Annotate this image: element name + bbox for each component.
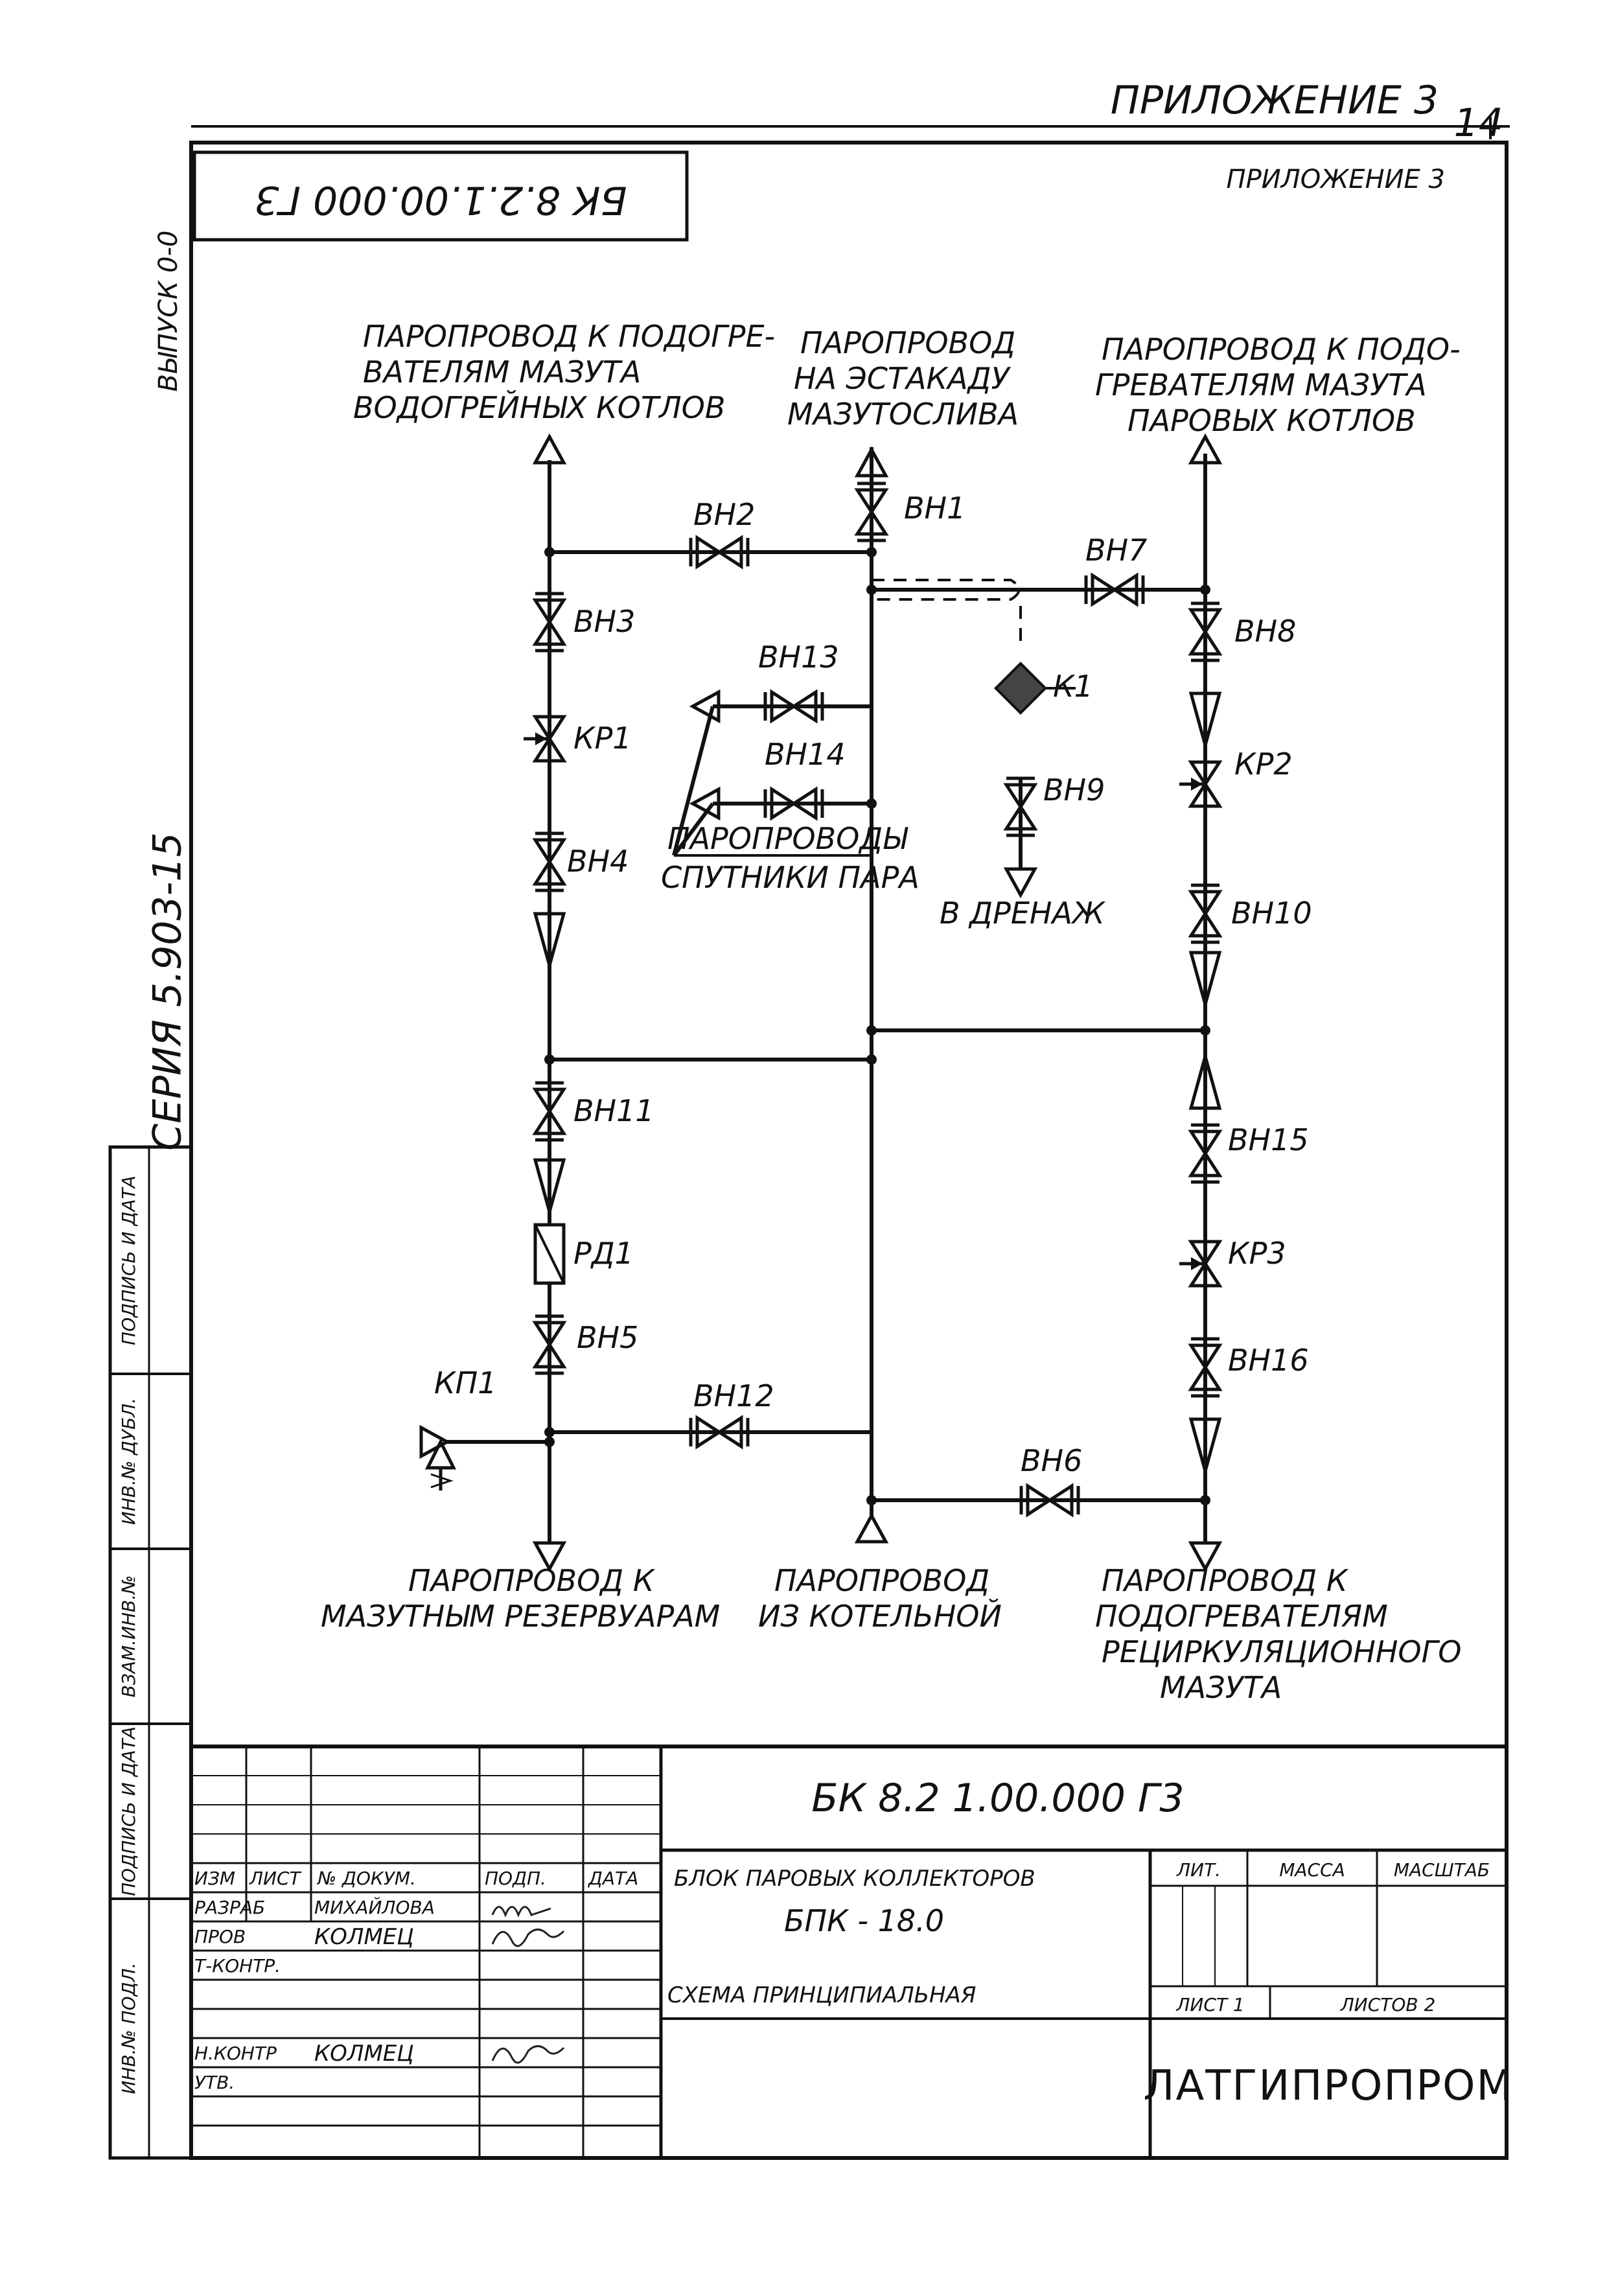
firm-name: ЛАТГИПРОПРОМ — [1143, 2062, 1513, 2110]
series-label: СЕРИЯ 5.903-15 — [145, 832, 191, 1150]
role-dev: РАЗРАБ — [194, 1897, 265, 1918]
dest-top-right-1: ПАРОПРОВОД К ПОДО- — [1102, 332, 1461, 367]
label-vn16: ВН16 — [1228, 1343, 1309, 1378]
control-valve-kr2 — [1179, 762, 1220, 806]
dest-top-mid-2: НА ЭСТАКАДУ — [794, 361, 1012, 396]
control-valve-kr3 — [1179, 1242, 1220, 1286]
dest-bottom-right-1: ПАРОПРОВОД К — [1102, 1563, 1349, 1598]
label-kr1: КР1 — [573, 721, 632, 756]
product-name: БЛОК ПАРОВЫХ КОЛЛЕКТОРОВ — [674, 1866, 1035, 1892]
label-vn8: ВН8 — [1234, 614, 1296, 649]
label-vn11: ВН11 — [573, 1093, 654, 1128]
steam-trap-k1 — [993, 661, 1048, 715]
label-vn2: ВН2 — [693, 497, 755, 532]
label-vn9: ВН9 — [1043, 772, 1105, 807]
component-labels: ВН1 ВН2 ВН3 КР1 ВН4 ВН11 РД1 ВН5 КП1 ВН1… — [434, 491, 1312, 1478]
signature-marks — [491, 1906, 565, 2064]
name-ncontrol: КОЛМЕЦ — [314, 2041, 414, 2067]
label-vn13: ВН13 — [758, 640, 839, 675]
label-k1: К1 — [1053, 669, 1093, 704]
mass-label: МАССА — [1279, 1859, 1345, 1881]
sheet-number: 14 — [1454, 100, 1503, 146]
appendix-label: ПРИЛОЖЕНИЕ 3 — [1111, 78, 1439, 123]
label-vn5: ВН5 — [577, 1320, 638, 1355]
dest-top-left-3: ВОДОГРЕЙНЫХ КОТЛОВ — [353, 390, 725, 425]
name-dev: МИХАЙЛОВА — [314, 1896, 435, 1918]
label-vn10: ВН10 — [1231, 896, 1312, 931]
stamp-vzam-inv: ВЗАМ.ИНВ.№ — [118, 1575, 139, 1698]
title-block — [191, 1745, 1507, 2158]
dest-top-left-2: ВАТЕЛЯМ МАЗУТА — [363, 354, 641, 389]
col-sign: ПОДП. — [485, 1868, 546, 1889]
control-valve-kr1 — [524, 717, 564, 761]
role-ncontrol: Н.КОНТР — [194, 2043, 277, 2064]
relief-valve-kp1 — [419, 1424, 457, 1490]
product-code: БПК - 18.0 — [784, 1903, 944, 1938]
destination-labels: ПАРОПРОВОД К ПОДОГРЕ- ВАТЕЛЯМ МАЗУТА ВОД… — [321, 319, 1461, 1705]
col-list: ЛИСТ — [249, 1868, 302, 1889]
stamp-sign-date-2: ПОДПИСЬ И ДАТА — [118, 1176, 139, 1345]
stamp-inv-dubl: ИНВ.№ ДУБЛ. — [118, 1398, 139, 1525]
col-doc: № ДОКУМ. — [316, 1868, 416, 1889]
sheets-label: ЛИСТОВ 2 — [1340, 1994, 1436, 2015]
dest-top-mid-1: ПАРОПРОВОД — [800, 325, 1015, 360]
title-block-code: БК 8.2 1.00.000 Г3 — [811, 1776, 1184, 1821]
dest-top-mid-3: МАЗУТОСЛИВА — [787, 397, 1019, 432]
dest-bottom-mid-1: ПАРОПРОВОД — [774, 1563, 989, 1598]
label-vn4: ВН4 — [567, 844, 629, 879]
role-tcontrol: Т-КОНТР. — [194, 1955, 281, 1977]
label-vn1: ВН1 — [904, 491, 965, 526]
dest-satellites-2: СПУТНИКИ ПАРА — [661, 860, 919, 895]
dest-bottom-right-4: МАЗУТА — [1160, 1670, 1282, 1705]
appendix-label-secondary: ПРИЛОЖЕНИЕ 3 — [1227, 165, 1445, 194]
stamp-inv-orig: ИНВ.№ ПОДЛ. — [118, 1962, 139, 2094]
issue-label: ВЫПУСК 0-0 — [154, 230, 183, 391]
drawing-code-mirrored: БК 8.2.1.00.000 Г3 — [254, 177, 627, 222]
outlet-arrow-top-left — [535, 437, 564, 463]
label-vn14: ВН14 — [765, 737, 846, 772]
drawing-name: СХЕМА ПРИНЦИПИАЛЬНАЯ — [667, 1982, 976, 2008]
sheet-label: ЛИСТ 1 — [1175, 1994, 1244, 2015]
dest-bottom-mid-2: ИЗ КОТЕЛЬНОЙ — [758, 1599, 1002, 1634]
col-date: ДАТА — [587, 1868, 638, 1889]
dest-bottom-right-3: РЕЦИРКУЛЯЦИОННОГО — [1102, 1634, 1461, 1669]
label-vn6: ВН6 — [1021, 1443, 1082, 1478]
role-check: ПРОВ — [194, 1926, 246, 1947]
label-vn15: ВН15 — [1228, 1122, 1309, 1157]
dest-bottom-left-1: ПАРОПРОВОД К — [408, 1563, 656, 1598]
dest-bottom-left-2: МАЗУТНЫМ РЕЗЕРВУАРАМ — [321, 1599, 720, 1634]
stamp-sign-date-1: ПОДПИСЬ И ДАТА — [118, 1726, 139, 1896]
dest-bottom-right-2: ПОДОГРЕВАТЕЛЯМ — [1095, 1599, 1388, 1634]
dest-drain: В ДРЕНАЖ — [940, 896, 1106, 931]
role-approve: УТВ. — [194, 2072, 235, 2093]
label-vn3: ВН3 — [573, 604, 635, 639]
col-izm: ИЗМ — [194, 1868, 235, 1889]
drain-arrow — [1006, 869, 1035, 895]
lit-label: ЛИТ. — [1176, 1859, 1221, 1881]
junctions — [544, 547, 1210, 1505]
name-check: КОЛМЕЦ — [314, 1924, 414, 1950]
dest-satellites-1: ПАРОПРОВОДЫ — [667, 821, 908, 856]
label-kp1: КП1 — [434, 1365, 497, 1400]
label-rd1: РД1 — [573, 1236, 634, 1271]
dest-top-left-1: ПАРОПРОВОД К ПОДОГРЕ- — [363, 319, 775, 354]
label-vn7: ВН7 — [1085, 533, 1147, 568]
dest-top-right-3: ПАРОВЫХ КОТЛОВ — [1127, 403, 1416, 438]
dest-top-right-2: ГРЕВАТЕЛЯМ МАЗУТА — [1095, 367, 1427, 402]
label-kr2: КР2 — [1234, 747, 1293, 782]
inlet-arrow-bottom-mid — [857, 1516, 886, 1542]
scale-label: МАСШТАБ — [1394, 1859, 1490, 1881]
label-kr3: КР3 — [1228, 1236, 1286, 1271]
label-vn12: ВН12 — [693, 1378, 774, 1413]
pipelines — [447, 447, 1207, 1542]
drawing-frame — [108, 117, 1510, 2160]
